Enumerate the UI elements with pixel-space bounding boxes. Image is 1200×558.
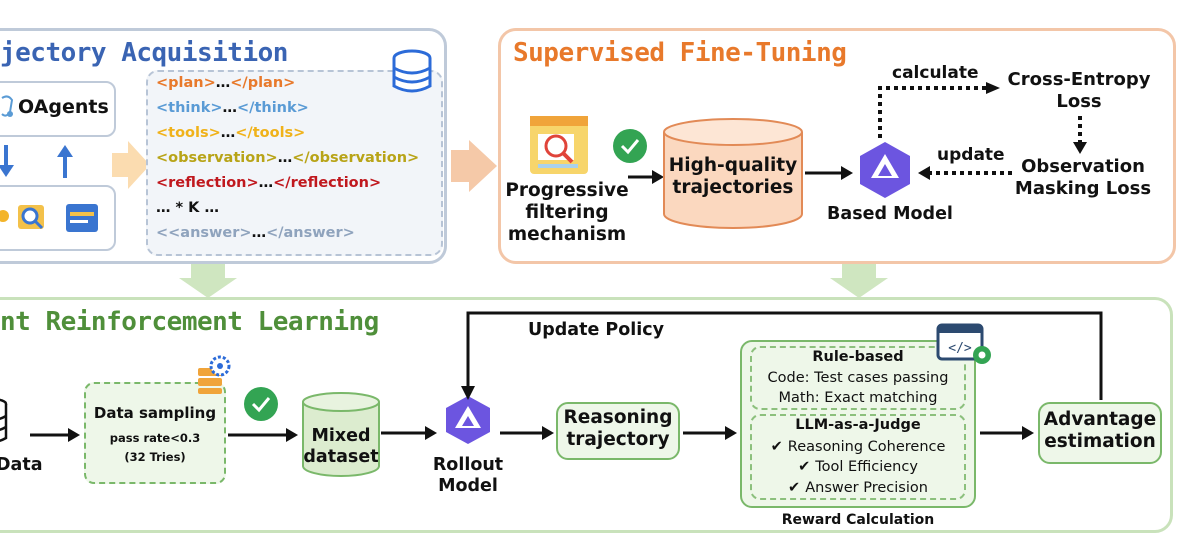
rule-based-title: Rule-based bbox=[812, 349, 904, 365]
trajectory-tag-line: <observation>…</observation> bbox=[156, 150, 419, 166]
answer-dots: … bbox=[251, 225, 267, 241]
trajectory-acquisition-title: jectory Acquisition bbox=[0, 38, 288, 68]
advantage-label: Advantage estimation bbox=[1043, 409, 1157, 453]
answer-close: </answer> bbox=[266, 225, 355, 241]
arrow-rollout-to-reasoning bbox=[500, 426, 554, 440]
filter-document-icon bbox=[530, 116, 588, 174]
arrow-to-hq bbox=[628, 170, 664, 184]
tag-open: <tools> bbox=[156, 125, 221, 141]
arrow-reasoning-to-reward bbox=[683, 426, 737, 440]
oagents-box bbox=[0, 81, 116, 137]
cross-entropy-label: Cross-Entropy Loss bbox=[1007, 69, 1151, 112]
trajectory-tag-line: <tools>…</tools> bbox=[156, 125, 305, 141]
advantage-estimation-box bbox=[1038, 402, 1162, 464]
reasoning-label: Reasoning trajectory bbox=[563, 407, 673, 451]
hq-label: High-quality trajectories bbox=[668, 155, 798, 199]
judge-item: ✔ Tool Efficiency bbox=[750, 459, 966, 476]
tag-close: </think> bbox=[237, 100, 309, 116]
rule-based-box bbox=[750, 346, 966, 410]
flow-arrow-yellow bbox=[112, 141, 150, 189]
reasoning-trajectory-box bbox=[556, 402, 680, 460]
arrow-down-icon bbox=[0, 145, 14, 177]
svg-text:</>: </> bbox=[948, 341, 972, 356]
repeat-k-text: … * K … bbox=[156, 200, 219, 216]
arrow-mixed-to-rollout bbox=[381, 426, 437, 440]
agent-icon bbox=[1, 95, 14, 117]
arrow-up-icon bbox=[57, 145, 73, 178]
mixed-dataset-label: Mixed dataset bbox=[303, 426, 379, 467]
tag-dots: … bbox=[215, 75, 231, 91]
trajectory-tag-line: <think>…</think> bbox=[156, 100, 309, 116]
rule-math-text: Math: Exact matching bbox=[778, 390, 938, 406]
tag-dots: … bbox=[258, 175, 274, 191]
sft-title: Supervised Fine-Tuning bbox=[513, 38, 847, 68]
rollout-label: Rollout Model bbox=[432, 455, 504, 496]
sft-panel bbox=[498, 28, 1176, 264]
rl-title: nt Reinforcement Learning bbox=[0, 307, 379, 337]
tag-open: <think> bbox=[156, 100, 223, 116]
code-monitor-gear-icon: </> bbox=[936, 323, 991, 364]
filter-label: Progressive filtering mechanism bbox=[505, 180, 629, 246]
update-policy-label: Update Policy bbox=[528, 320, 665, 340]
tag-dots: … bbox=[277, 150, 293, 166]
model-label: Based Model bbox=[827, 204, 953, 224]
tag-open: <plan> bbox=[156, 75, 216, 91]
tag-close: </plan> bbox=[230, 75, 296, 91]
database-icon bbox=[392, 49, 432, 93]
down-arrow-green-right bbox=[830, 264, 888, 298]
judge-item: ✔ Reasoning Coherence bbox=[750, 439, 966, 456]
tool-icons bbox=[0, 204, 98, 232]
tag-close: </observation> bbox=[292, 150, 420, 166]
tag-dots: … bbox=[222, 100, 238, 116]
calculate-label: calculate bbox=[892, 63, 979, 83]
judge-item-label: Answer Precision bbox=[805, 480, 928, 496]
down-arrow-green-left bbox=[179, 264, 237, 298]
checkmark-icon: ✔ bbox=[770, 439, 788, 455]
check-icon-sft bbox=[613, 129, 647, 163]
data-database-icon bbox=[0, 398, 8, 442]
sampling-passrate: pass rate<0.3 bbox=[109, 431, 201, 445]
llm-judge-box bbox=[750, 414, 966, 500]
rollout-model-icon bbox=[446, 396, 490, 444]
flow-arrow-peach bbox=[451, 140, 497, 192]
reward-calculation-label: Reward Calculation bbox=[781, 512, 935, 528]
model-logo-icon bbox=[860, 142, 910, 198]
oagents-label: OAgents bbox=[18, 96, 109, 118]
calculate-dotted-arrow bbox=[878, 82, 1000, 138]
check-icon-rl bbox=[244, 387, 278, 421]
tag-open: <reflection> bbox=[156, 175, 259, 191]
answer-open: <<answer> bbox=[156, 225, 252, 241]
checkmark-icon: ✔ bbox=[788, 480, 806, 496]
arrow-reward-to-advantage bbox=[980, 426, 1034, 440]
arrow-sampling-to-mixed bbox=[228, 428, 298, 442]
data-sampling-box bbox=[84, 382, 226, 484]
rule-code-text: Code: Test cases passing bbox=[767, 370, 949, 386]
judge-item-label: Reasoning Coherence bbox=[787, 439, 946, 455]
update-dotted-arrow bbox=[918, 166, 1012, 180]
arrow-data-to-sampling bbox=[30, 428, 80, 442]
trajectory-tag-line: <plan>…</plan> bbox=[156, 75, 295, 91]
server-gear-icon bbox=[198, 355, 231, 394]
tag-close: </reflection> bbox=[273, 175, 382, 191]
update-label: update bbox=[937, 145, 1005, 165]
llm-judge-title: LLM-as-a-Judge bbox=[795, 417, 921, 433]
judge-item-label: Tool Efficiency bbox=[815, 459, 918, 475]
answer-tag-line: <<answer>…</answer> bbox=[156, 225, 355, 241]
data-label: Data bbox=[0, 455, 43, 475]
sampling-tries: (32 Tries) bbox=[124, 450, 186, 464]
trajectory-format-box bbox=[146, 70, 443, 256]
mixed-dataset-cylinder bbox=[302, 392, 380, 477]
tag-close: </tools> bbox=[235, 125, 306, 141]
sampling-title: Data sampling bbox=[93, 404, 217, 422]
tag-open: <observation> bbox=[156, 150, 278, 166]
update-policy-loop-arrow bbox=[461, 311, 1103, 400]
hq-trajectories-cylinder bbox=[663, 118, 803, 229]
tag-dots: … bbox=[220, 125, 236, 141]
ce-to-obs-arrow bbox=[1073, 116, 1087, 154]
trajectory-tag-line: <reflection>…</reflection> bbox=[156, 175, 381, 191]
checkmark-icon: ✔ bbox=[798, 459, 816, 475]
judge-item: ✔ Answer Precision bbox=[750, 480, 966, 497]
observation-masking-label: Observation Masking Loss bbox=[1014, 156, 1152, 199]
arrow-to-model bbox=[805, 166, 853, 180]
